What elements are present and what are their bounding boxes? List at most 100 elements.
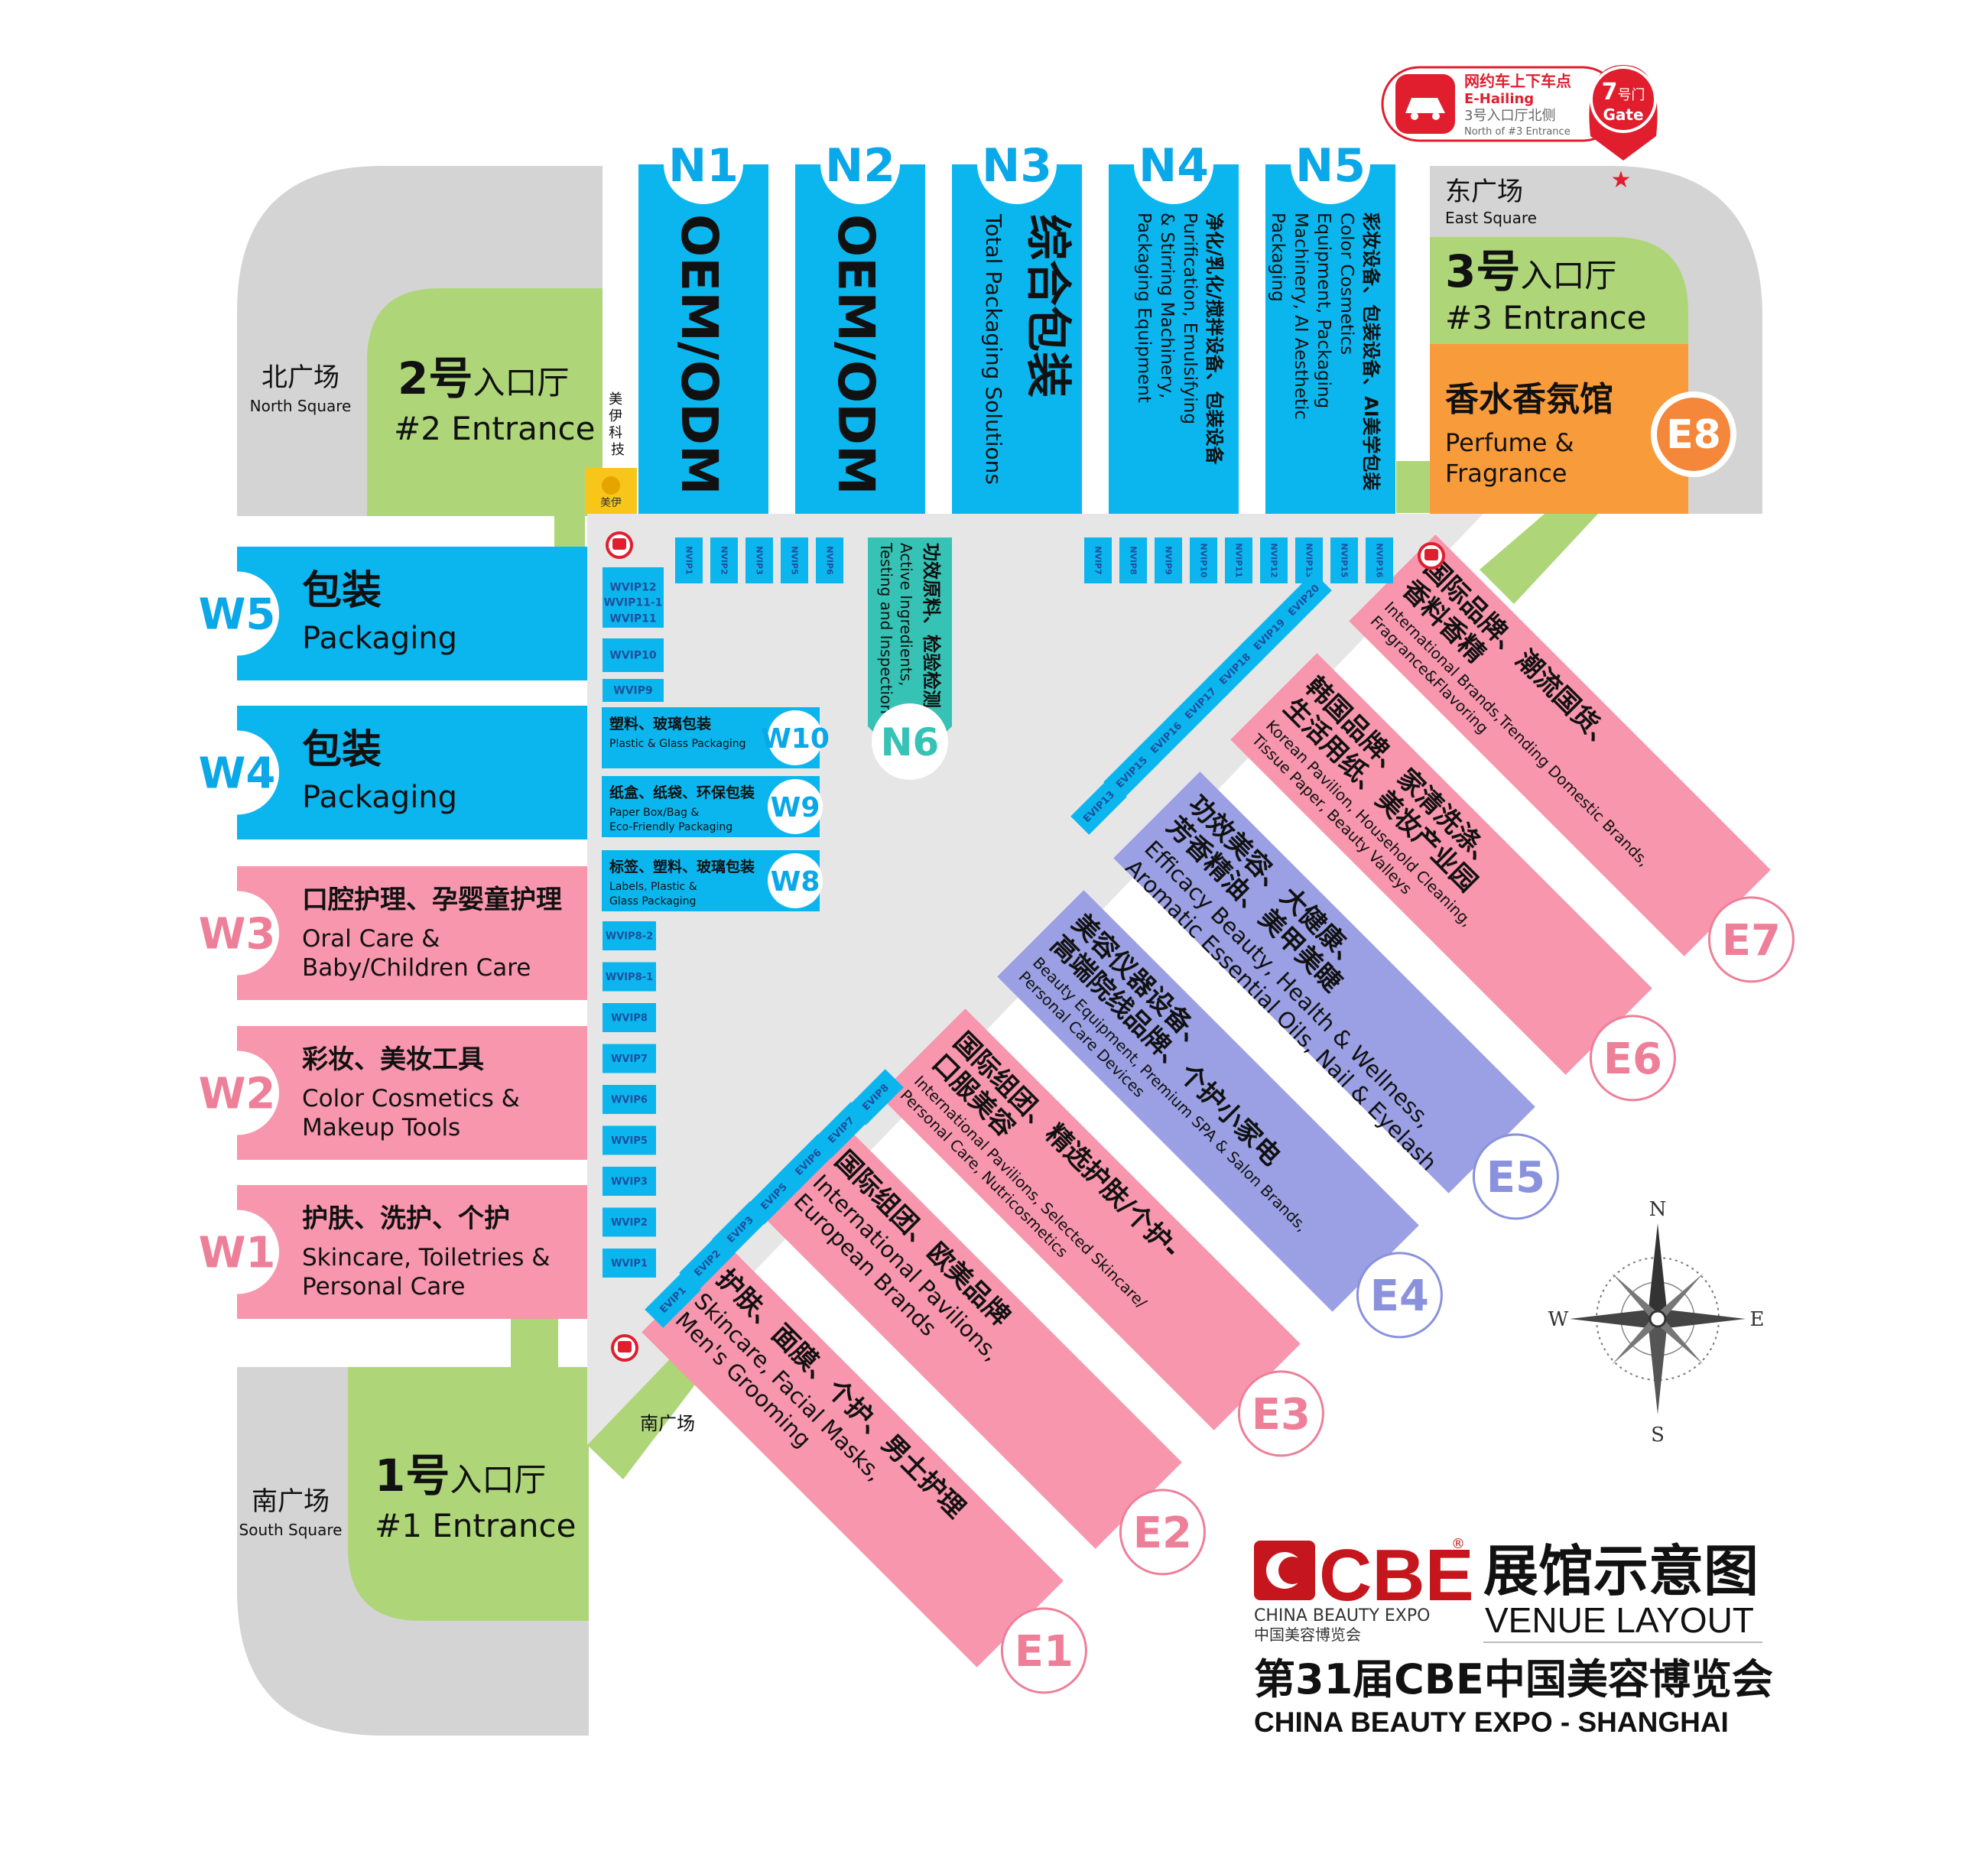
vip-room[interactable]: NVIP8	[1119, 537, 1147, 583]
vip-room-body	[746, 1168, 802, 1225]
vip-room-body	[603, 962, 656, 992]
vip-room-label: NVIP3	[754, 546, 764, 575]
vip-room[interactable]: NVIP9	[1155, 537, 1182, 583]
hall-title: 净化/乳化/搅拌设备、包装设备	[1204, 213, 1225, 466]
hall-body	[795, 164, 925, 514]
entrance-3-label: 3号入口厅	[1445, 245, 1616, 297]
hall-e8-badge: E8	[1651, 391, 1736, 477]
vip-room-label: WVIP11-1	[604, 597, 663, 609]
vip-room[interactable]: NVIP2	[710, 537, 738, 583]
vip-room-label: NVIP16	[1374, 543, 1384, 578]
vip-room[interactable]: NVIP12	[1260, 537, 1288, 583]
vip-room[interactable]: NVIP13	[1295, 537, 1323, 583]
vip-room[interactable]: NVIP5	[781, 537, 808, 583]
hall-badge-label: W3	[199, 910, 276, 960]
vip-room[interactable]: WVIP9	[603, 679, 664, 702]
vip-room[interactable]: WVIP5	[603, 1125, 656, 1155]
venue-layout-title-cn: 展馆示意图	[1483, 1539, 1759, 1603]
hall-subtitle: Glass Packaging	[609, 895, 696, 908]
vip-room-label: WVIP10	[609, 650, 656, 662]
vip-room[interactable]: WVIP8-2	[603, 921, 656, 950]
vip-room[interactable]: WVIP8	[603, 1003, 656, 1032]
vip-room-label: NVIP15	[1339, 543, 1349, 577]
hall-e8[interactable]	[1430, 344, 1688, 514]
svg-text:3号入口厅北侧: 3号入口厅北侧	[1464, 108, 1555, 124]
n6-en-line1: Active Ingredients,	[897, 543, 915, 686]
hall-badge-label: N4	[1139, 139, 1209, 193]
vip-room[interactable]: WVIP2	[603, 1207, 656, 1237]
hall-subtitle: & Stirring Machinery,	[1157, 213, 1177, 398]
north-square-en: North Square	[250, 397, 352, 415]
hall-n6-en: Active Ingredients,	[897, 543, 915, 686]
hall-badge	[1291, 125, 1370, 204]
vip-room[interactable]: NVIP15	[1330, 537, 1358, 583]
vip-room-body	[603, 679, 664, 702]
hall-badge-label: W9	[771, 792, 820, 823]
hall-title: 彩妆设备、包装设备、AI美学包装	[1360, 212, 1382, 491]
hall-badge-label: W8	[771, 866, 820, 898]
vip-room-body	[603, 596, 664, 609]
hall-body	[1265, 164, 1395, 514]
vip-room-label: NVIP2	[719, 546, 729, 575]
hall-badge-label: N2	[825, 139, 895, 193]
hall-title: 口腔护理、孕婴童护理	[302, 885, 562, 915]
vip-room[interactable]: NVIP16	[1366, 537, 1393, 583]
vip-room-label: WVIP1	[611, 1258, 648, 1269]
vip-room[interactable]: WVIP8-1	[603, 962, 656, 992]
svg-text:7号门: 7号门	[1602, 79, 1645, 106]
hall-subtitle: Packaging Equipment	[1134, 213, 1154, 403]
svg-text:网约车上下车点: 网约车上下车点	[1464, 72, 1571, 90]
vip-room[interactable]: NVIP11	[1225, 537, 1252, 583]
hall-badge	[820, 125, 900, 204]
east-square-cn: 东广场	[1445, 177, 1523, 207]
hall-title: OEM/ODM	[827, 214, 885, 495]
hall-badge-label: W4	[199, 749, 276, 799]
vip-room-label: NVIP12	[1268, 543, 1278, 577]
vip-room[interactable]: NVIP3	[746, 537, 773, 583]
vip-room[interactable]: NVIP7	[1084, 537, 1112, 583]
hall-badge	[768, 853, 823, 908]
vip-room-body	[603, 1167, 656, 1196]
gate-7-pin[interactable]: 7号门 Gate	[1589, 65, 1658, 161]
vip-room[interactable]: NVIP1	[675, 537, 703, 583]
hall-n6-text: 功效原料、检验检测	[921, 543, 942, 708]
hall-n6[interactable]	[868, 537, 952, 749]
hall-subtitle: Total Packaging Solutions	[981, 213, 1006, 485]
vip-room-label: WVIP7	[611, 1054, 648, 1065]
vip-room[interactable]: NVIP10	[1190, 537, 1217, 583]
vip-room-label: NVIP10	[1198, 543, 1208, 578]
vip-room-body	[816, 537, 843, 583]
vip-room-body	[1330, 537, 1358, 583]
vip-room[interactable]: WVIP11-1	[603, 596, 664, 609]
vip-room[interactable]: WVIP7	[603, 1044, 656, 1073]
vip-room[interactable]: WVIP6	[603, 1085, 656, 1114]
vip-room[interactable]: EVIP20	[1275, 572, 1332, 628]
south-square-en: South Square	[239, 1521, 343, 1539]
vip-room-body	[603, 1003, 656, 1032]
entrance-2-block	[367, 288, 603, 516]
vip-room[interactable]: WVIP3	[603, 1167, 656, 1196]
vip-room-body	[679, 1235, 736, 1291]
vip-room[interactable]: WVIP10	[603, 638, 664, 672]
vip-room[interactable]: WVIP1	[603, 1249, 656, 1278]
hall-badge-label: W5	[199, 590, 276, 640]
vip-room[interactable]: NVIP6	[816, 537, 843, 583]
meiyi-char: 美	[609, 391, 622, 408]
vip-room-body	[603, 638, 664, 672]
vip-room[interactable]: WVIP11	[603, 609, 664, 628]
